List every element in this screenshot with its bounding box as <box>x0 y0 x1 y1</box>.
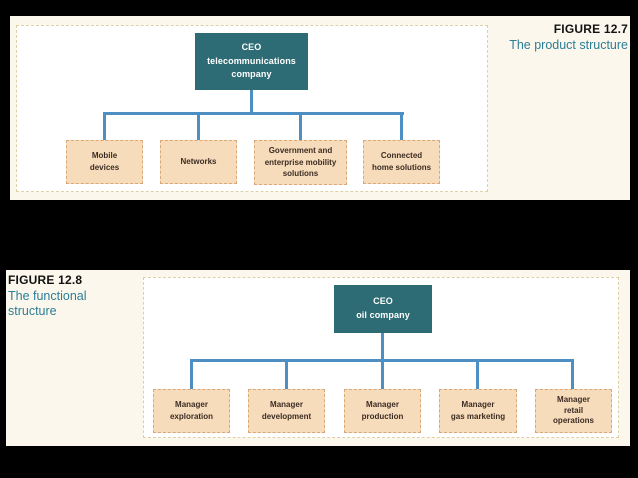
node-manager-production: Manager production <box>344 389 421 433</box>
node-networks: Networks <box>160 140 237 184</box>
connector-drop-connected-home <box>400 112 403 141</box>
node-manager-gas-marketing: Manager gas marketing <box>439 389 517 433</box>
connector-drop-mobile-devices <box>103 112 106 141</box>
node-manager-retail-operations: Manager retail operations <box>535 389 612 433</box>
figure-12-7-number: FIGURE 12.7 <box>553 22 628 36</box>
figure-12-7-caption: The product structure <box>509 37 628 52</box>
connector-root-telecom <box>250 90 253 115</box>
figure-12-8-label: FIGURE 12.8 The functional structure <box>8 273 138 319</box>
connector-drop-gas-marketing <box>476 359 479 389</box>
node-manager-exploration: Manager exploration <box>153 389 230 433</box>
connector-drop-government <box>299 112 302 141</box>
connector-bus-oil <box>190 359 574 362</box>
node-manager-development: Manager development <box>248 389 325 433</box>
figure-12-8-number: FIGURE 12.8 <box>8 273 83 287</box>
node-ceo-oil-company: CEO oil company <box>334 285 432 333</box>
figure-12-8-caption: The functional structure <box>8 288 87 318</box>
node-connected-home-solutions: Connected home solutions <box>363 140 440 184</box>
connector-drop-retail-operations <box>571 359 574 389</box>
connector-drop-exploration <box>190 359 193 389</box>
connector-bus-telecom <box>103 112 404 115</box>
node-ceo-telecommunications: CEO telecommunications company <box>195 33 308 90</box>
connector-drop-development <box>285 359 288 389</box>
connector-drop-networks <box>197 112 200 141</box>
figure-12-7-label: FIGURE 12.7 The product structure <box>458 22 628 53</box>
node-mobile-devices: Mobile devices <box>66 140 143 184</box>
node-government-enterprise-mobility: Government and enterprise mobility solut… <box>254 140 347 185</box>
